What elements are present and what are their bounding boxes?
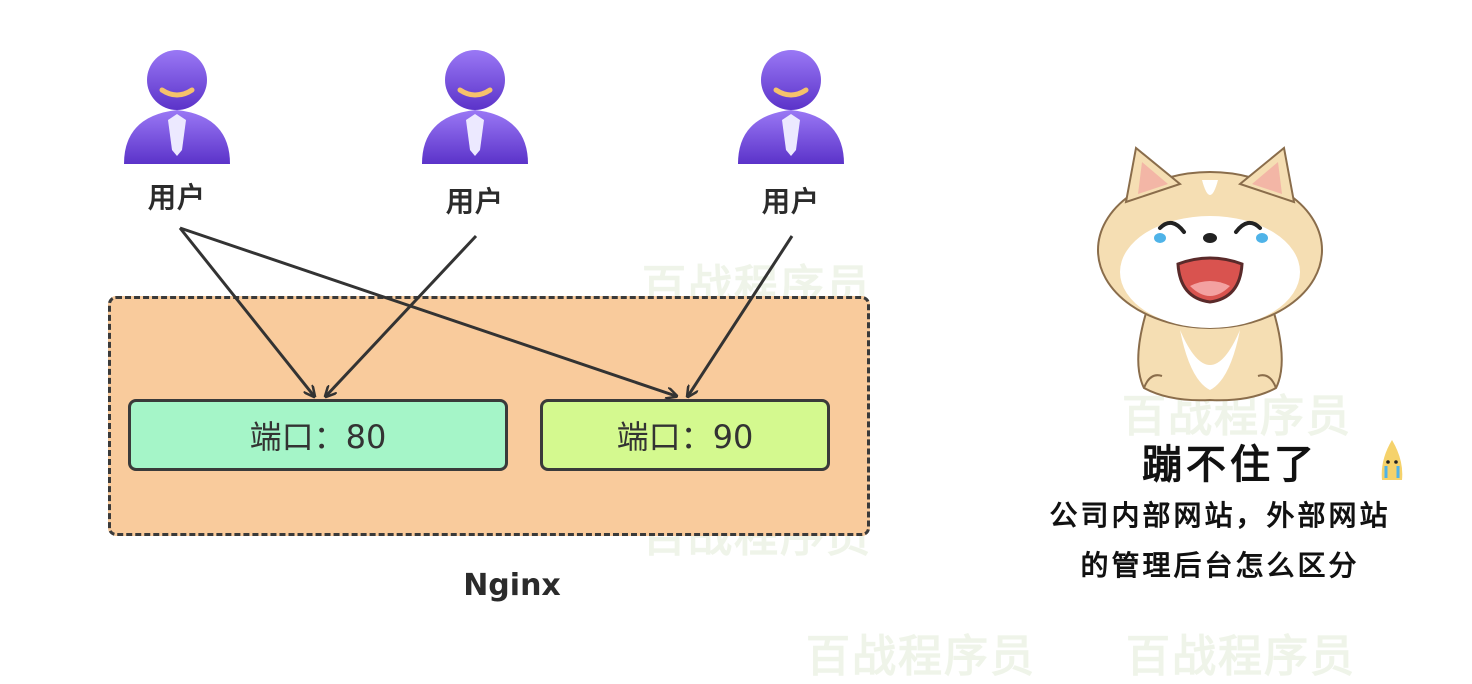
port-90-box: 端口：90 — [540, 399, 830, 471]
user-icon — [422, 50, 528, 164]
meme-caption-line-1: 公司内部网站，外部网站 — [1049, 499, 1391, 532]
arrow-user1-port90 — [179, 226, 676, 396]
meme-title: 蹦不住了 — [1142, 441, 1318, 488]
nginx-label: Nginx — [463, 568, 561, 603]
arrow-user1-port80 — [178, 227, 314, 396]
user-label: 用户 — [147, 181, 206, 214]
port-80-label: 端口：80 — [249, 418, 387, 456]
user-label: 用户 — [445, 185, 504, 218]
user-icon — [124, 50, 230, 164]
crying-dog-illustration — [1097, 146, 1323, 402]
meme-caption-line-2: 的管理后台怎么区分 — [1080, 549, 1360, 582]
arrow-user3-port90 — [688, 235, 794, 396]
user-label: 用户 — [761, 185, 820, 218]
user-node-2: 用户 — [420, 48, 540, 228]
crying-emoji-icon — [1381, 440, 1403, 480]
user-node-1: 用户 — [122, 48, 242, 228]
user-icon — [738, 50, 844, 164]
user-node-3: 用户 — [736, 48, 856, 228]
arrow-user2-port80 — [326, 234, 478, 396]
port-90-label: 端口：90 — [616, 418, 754, 456]
connection-arrows — [178, 226, 794, 648]
port-80-box: 端口：80 — [128, 399, 508, 471]
